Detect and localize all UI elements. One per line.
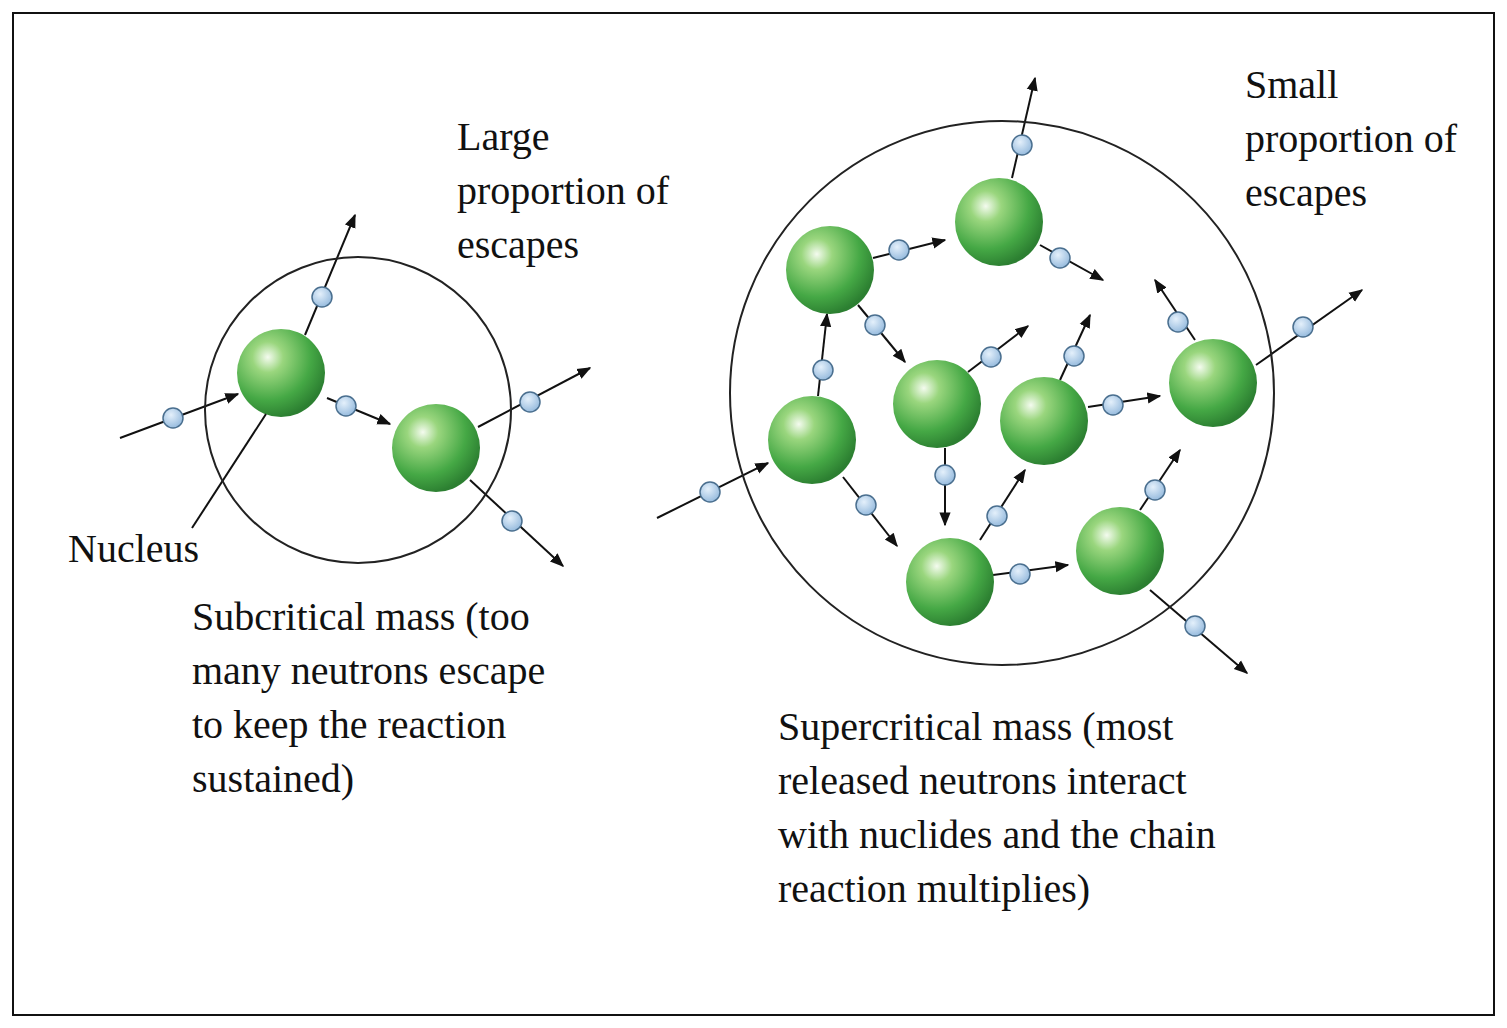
annotation: Small proportion of escapes [1245,58,1460,220]
mass-caption: Supercritical mass (most released neutro… [778,700,1253,916]
nucleus [906,538,994,626]
neutron-path [1155,280,1195,340]
neutron-path [478,368,590,427]
neutron-path [470,480,563,566]
mass-sphere: Supercritical mass (most released neutro… [725,118,1285,924]
neutron [856,495,876,515]
neutron [865,315,885,335]
neutron [336,396,356,416]
neutron-path [818,314,827,396]
mass-outline [725,118,1285,924]
nucleus [786,226,874,314]
nucleus [1076,507,1164,595]
neutron-path [968,326,1028,372]
mass-boundary [730,121,1274,665]
neutron-path [1140,450,1180,510]
neutron [889,240,909,260]
neutron [502,511,522,531]
nucleus [768,396,856,484]
neutron-path [1150,590,1247,673]
frame [13,13,1494,1015]
part-label: Nucleus [68,522,268,576]
nucleus [1000,377,1088,465]
neutron-path [843,477,897,546]
neutron [987,506,1007,526]
neutron [813,360,833,380]
nucleus [392,404,480,492]
neutron [1050,248,1070,268]
neutron [1168,312,1188,332]
neutron [1064,346,1084,366]
mass-caption: Subcritical mass (too many neutrons esca… [192,590,584,806]
neutron-path [980,470,1025,540]
neutron [981,347,1001,367]
nucleus [1169,339,1257,427]
nucleus [955,178,1043,266]
mass-sphere: Subcritical mass (too many neutrons esca… [190,250,590,814]
neutron [1145,480,1165,500]
neutron-path [858,305,905,362]
neutron-path [305,215,355,335]
neutron-path [944,448,946,525]
nucleus [893,360,981,448]
neutron [1103,395,1123,415]
leader-line [192,414,266,528]
neutron-path [120,394,238,438]
neutron-path [1012,78,1035,178]
neutron [700,482,720,502]
neutron [1293,317,1313,337]
neutron [1010,564,1030,584]
neutron [1012,135,1032,155]
annotation: Large proportion of escapes [457,110,672,272]
neutron [163,408,183,428]
neutron [520,392,540,412]
nucleus [237,329,325,417]
mass-boundary [205,257,511,563]
neutron-path [1040,245,1103,280]
neutron [935,465,955,485]
neutron [312,287,332,307]
neutron [1185,616,1205,636]
neutron-path [657,463,768,518]
neutron-path [1088,396,1160,407]
neutron-path [1060,315,1090,380]
